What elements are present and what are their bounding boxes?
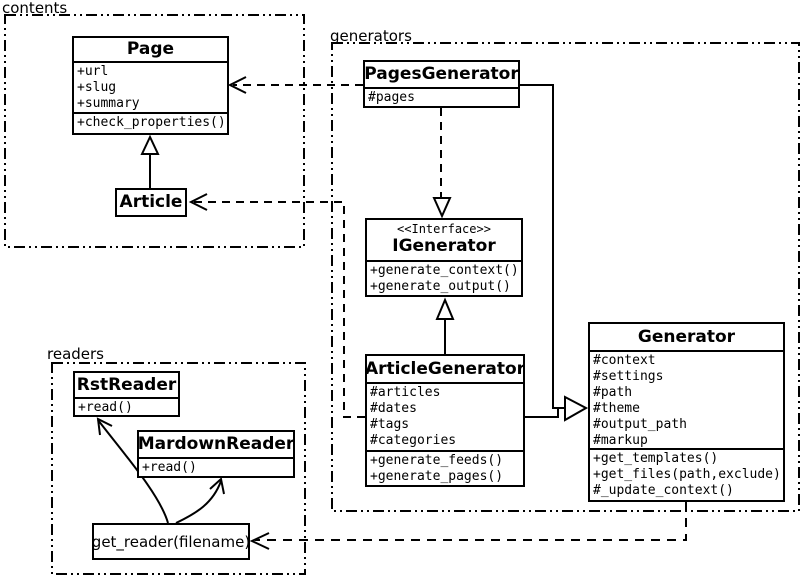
attribute: +url	[77, 64, 109, 79]
class-igenerator-stereotype: <<Interface>>	[397, 222, 491, 236]
class-igenerator-title: IGenerator	[392, 236, 496, 256]
attribute: #markup	[593, 433, 648, 448]
dependency-articlegenerator-to-article	[194, 201, 365, 418]
package-contents-border	[4, 14, 305, 248]
package-readers-border	[51, 362, 306, 575]
class-mardownreader: MardownReader +read()	[137, 430, 295, 478]
attribute: #path	[593, 385, 633, 400]
open-arrowhead-at-page	[227, 76, 247, 94]
class-page-methods: +check_properties()	[74, 112, 227, 133]
attribute: +slug	[77, 80, 117, 95]
package-generators-border	[331, 42, 800, 512]
method: +generate_pages()	[370, 469, 504, 484]
method: +generate_output()	[370, 279, 511, 294]
class-article-title: Article	[119, 192, 183, 212]
class-generator: Generator #context #settings #path #them…	[588, 322, 785, 502]
attribute: #tags	[370, 417, 410, 432]
class-page-title: Page	[74, 38, 227, 63]
open-arrowhead-at-rstreader	[96, 417, 113, 436]
node-get-reader: get_reader(filename)	[92, 523, 250, 560]
class-page-attributes: +url +slug +summary	[74, 63, 227, 112]
attribute: #context	[593, 353, 656, 368]
package-label-contents: contents	[2, 0, 68, 17]
attribute: #categories	[370, 433, 457, 448]
class-generator-attributes: #context #settings #path #theme #output_…	[590, 352, 783, 448]
class-igenerator: <<Interface>> IGenerator +generate_conte…	[365, 218, 523, 297]
method: +generate_feeds()	[370, 453, 504, 468]
class-rstreader: RstReader +read()	[73, 371, 180, 417]
class-articlegenerator: ArticleGenerator #articles #dates #tags …	[365, 354, 525, 487]
class-pagesgenerator-attributes: #pages	[365, 89, 518, 106]
class-igenerator-methods: +generate_context() +generate_output()	[367, 262, 521, 295]
dependency-generator-to-getreader	[255, 502, 687, 541]
class-pagesgenerator: PagesGenerator #pages	[363, 60, 520, 108]
method: +check_properties()	[77, 115, 226, 130]
class-igenerator-header: <<Interface>> IGenerator	[367, 220, 521, 262]
package-label-readers: readers	[47, 345, 104, 363]
method: +read()	[78, 400, 133, 415]
generalization-articlegenerator-to-generator	[523, 407, 565, 418]
triangle-arrowhead-at-generator-left	[564, 395, 589, 422]
attribute: #output_path	[593, 417, 687, 432]
class-article: Article	[115, 188, 187, 217]
class-articlegenerator-attributes: #articles #dates #tags #categories	[367, 384, 523, 450]
attribute: #articles	[370, 385, 441, 400]
triangle-arrowhead-at-igenerator-top	[432, 197, 452, 219]
class-pagesgenerator-title: PagesGenerator	[365, 62, 518, 89]
method: +get_files(path,exclude)	[593, 467, 781, 482]
attribute: +summary	[77, 96, 140, 111]
class-rstreader-title: RstReader	[75, 373, 178, 399]
method: #_update_context()	[593, 483, 734, 498]
triangle-arrowhead-at-page-bottom	[140, 134, 160, 155]
method: +get_templates()	[593, 451, 719, 466]
method: +generate_context()	[370, 263, 519, 278]
attribute: #settings	[593, 369, 664, 384]
class-generator-methods: +get_templates() +get_files(path,exclude…	[590, 448, 783, 500]
class-mardownreader-methods: +read()	[139, 459, 293, 476]
open-arrowhead-at-getreader	[249, 532, 270, 550]
class-rstreader-methods: +read()	[75, 399, 178, 415]
class-generator-title: Generator	[590, 324, 783, 352]
class-mardownreader-title: MardownReader	[139, 432, 293, 459]
class-page: Page +url +slug +summary +check_properti…	[72, 36, 229, 135]
class-articlegenerator-title: ArticleGenerator	[367, 356, 523, 384]
attribute: #theme	[593, 401, 640, 416]
attribute: #dates	[370, 401, 417, 416]
arrow-getreader-to-mardownreader	[175, 480, 222, 524]
open-arrowhead-at-article	[188, 193, 208, 211]
package-label-generators: generators	[330, 27, 412, 45]
generalization-pagesgenerator-to-generator	[520, 84, 565, 409]
attribute: #pages	[368, 90, 415, 105]
class-articlegenerator-methods: +generate_feeds() +generate_pages()	[367, 450, 523, 485]
triangle-arrowhead-at-igenerator-bottom	[435, 297, 455, 320]
open-arrowhead-at-mardownreader	[209, 477, 225, 495]
method: +read()	[142, 460, 197, 475]
